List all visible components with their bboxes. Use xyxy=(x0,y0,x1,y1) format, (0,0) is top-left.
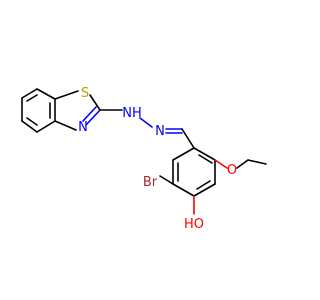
bond xyxy=(21,88,38,99)
double-bond-inner xyxy=(198,154,213,164)
bond-s-c xyxy=(89,94,101,111)
atom-bromine: Br xyxy=(143,175,158,190)
bond-c-o xyxy=(214,159,228,169)
atom-nitrogen-imine: N xyxy=(155,124,165,139)
atom-nitrogen-thiazole: N xyxy=(78,120,88,135)
atom-sulfur: S xyxy=(81,86,89,101)
bond xyxy=(172,183,195,197)
atom-nh: NH xyxy=(122,106,142,121)
bond-o-ch2 xyxy=(236,159,249,169)
bond-c-s xyxy=(54,90,79,100)
bond xyxy=(172,147,195,161)
bond-ch2-ch3 xyxy=(247,159,267,165)
double-bond-inner xyxy=(196,180,211,190)
atom-hydroxyl: HO xyxy=(184,217,204,232)
atom-oxygen-ether: O xyxy=(227,163,237,178)
molecule-structure: S N NH N Br O HO xyxy=(21,86,267,232)
bond-c-n-double xyxy=(85,109,101,126)
bond-c-br xyxy=(159,175,174,185)
bond-nh-n xyxy=(139,117,153,128)
double-bond-inner xyxy=(26,94,38,102)
bond xyxy=(21,120,38,133)
bond xyxy=(36,88,56,100)
bond xyxy=(193,147,216,161)
bond-n-c xyxy=(54,120,77,131)
bond-ch-ring xyxy=(181,128,195,149)
bond xyxy=(36,120,56,133)
bond-c-n-double xyxy=(82,106,97,122)
double-bond-inner xyxy=(26,117,38,126)
bond xyxy=(193,183,216,197)
